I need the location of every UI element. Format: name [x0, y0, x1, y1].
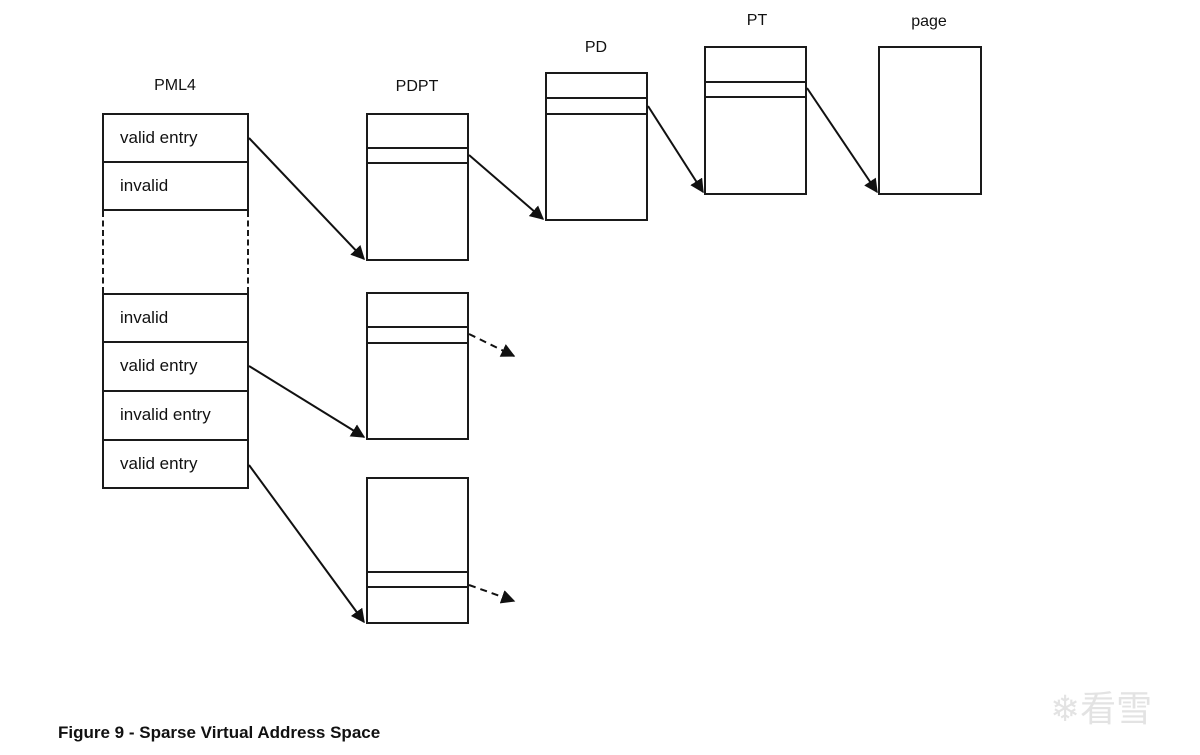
- pml4-entry: invalid: [102, 162, 249, 211]
- pt-entry-divider: [706, 96, 805, 98]
- pml4-to-pdpt-arrow: [248, 137, 365, 261]
- pt-header: PT: [746, 12, 768, 29]
- watermark-logo: ❄看雪: [1050, 690, 1152, 730]
- pdpt-entry-divider: [368, 162, 467, 164]
- pt-to-page-arrow: [806, 87, 878, 194]
- pd-entry-divider: [547, 97, 646, 99]
- pml4-header: PML4: [154, 77, 196, 94]
- pd-entry-divider: [547, 113, 646, 115]
- pdpt-entry-divider: [368, 342, 467, 344]
- pt-table: [704, 46, 807, 195]
- pt-entry-divider: [706, 81, 805, 83]
- pdpt-table: [366, 477, 469, 624]
- pml4-to-pdpt-arrow: [248, 365, 366, 438]
- pdpt-to-pd-arrow: [468, 154, 545, 220]
- pdpt-table: [366, 113, 469, 261]
- pd-to-pt-arrow: [647, 105, 704, 194]
- pdpt-entry-divider: [368, 571, 467, 573]
- pml4-entry: valid entry: [102, 440, 249, 489]
- snowflake-icon: ❄: [1050, 689, 1081, 730]
- pml4-to-pdpt-arrow: [248, 464, 365, 624]
- pdpt-entry-divider: [368, 586, 467, 588]
- watermark-text: 看雪: [1080, 689, 1153, 730]
- pdpt-dashed-arrow: [468, 584, 516, 604]
- pdpt-dashed-arrow: [468, 333, 516, 357]
- page-frame: [878, 46, 982, 195]
- pml4-entry: valid entry: [102, 342, 249, 391]
- pml4-entry: valid entry: [102, 113, 249, 162]
- pdpt-table: [366, 292, 469, 440]
- pml4-entry: invalid entry: [102, 391, 249, 440]
- pd-header: PD: [584, 39, 608, 56]
- pdpt-entry-divider: [368, 147, 467, 149]
- page-header: page: [911, 13, 947, 30]
- pml4-entry: invalid: [102, 293, 249, 342]
- pdpt-entry-divider: [368, 326, 467, 328]
- pd-table: [545, 72, 648, 221]
- pdpt-header: PDPT: [395, 78, 439, 95]
- figure-caption: Figure 9 - Sparse Virtual Address Space: [58, 723, 381, 742]
- pml4-elided-entries: [102, 211, 249, 293]
